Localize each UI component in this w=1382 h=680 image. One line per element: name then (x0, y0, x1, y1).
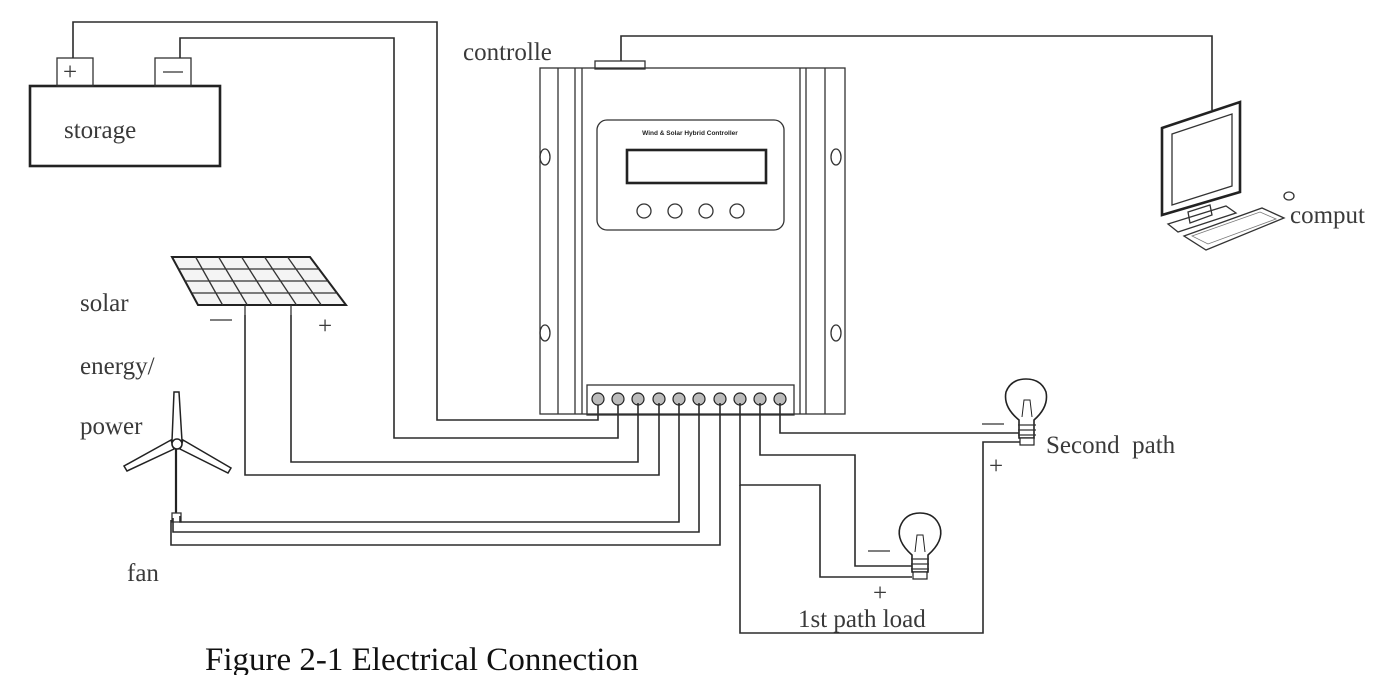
first-load-wire-b (739, 403, 912, 578)
computer-label: comput (1290, 202, 1365, 229)
mount-hole (539, 148, 551, 166)
second-path-label: Second path (1046, 432, 1176, 459)
solar-plus-sign: + (318, 313, 332, 340)
computer-data-wire (620, 35, 1213, 110)
first-load-wire-a (759, 403, 912, 567)
battery-positive-wire (72, 21, 599, 421)
first-path-label: 1st path load (798, 606, 926, 633)
wind-turbine-icon (122, 391, 233, 523)
panel-button-4 (729, 203, 745, 219)
figure-caption: Figure 2-1 Electrical Connection (205, 642, 638, 675)
terminal-screws (591, 392, 787, 406)
computer-icon: comput (1160, 100, 1365, 251)
second-load-wire-b (739, 441, 1020, 634)
controller-label: controlle (463, 39, 552, 66)
solar-positive-wire (290, 315, 639, 463)
solar-label-line3: power (80, 413, 143, 440)
storage-label: storage (64, 117, 136, 144)
second-load-wire-a (779, 403, 1019, 434)
fan-label: fan (127, 560, 159, 587)
second-lamp-plus-sign: + (989, 453, 1003, 480)
storage-battery: + storage (28, 57, 222, 168)
solar-label-line2: energy/ (80, 353, 155, 380)
panel-button-1 (636, 203, 652, 219)
second-path-lamp-icon (1004, 378, 1048, 446)
mount-hole (539, 324, 551, 342)
solar-negative-wire (244, 315, 660, 476)
controller-panel-title: Wind & Solar Hybrid Controller (642, 130, 738, 137)
solar-panel-icon (170, 256, 348, 315)
mount-hole (830, 148, 842, 166)
battery-negative-wire (179, 37, 619, 439)
terminal-block (586, 384, 795, 416)
battery-plus-sign: + (63, 59, 77, 86)
first-lamp-plus-sign: + (873, 580, 887, 607)
controller-unit: Wind & Solar Hybrid Controller controlle (463, 39, 846, 416)
fan-wire-1 (179, 403, 680, 523)
mount-hole (830, 324, 842, 342)
lcd-display (625, 148, 768, 185)
first-path-lamp-icon (898, 512, 942, 580)
controller-front-panel (596, 119, 785, 231)
panel-button-3 (698, 203, 714, 219)
fan-wire-3 (170, 403, 721, 546)
solar-label-line1: solar (80, 290, 129, 317)
panel-button-2 (667, 203, 683, 219)
fan-wire-2 (172, 403, 700, 533)
